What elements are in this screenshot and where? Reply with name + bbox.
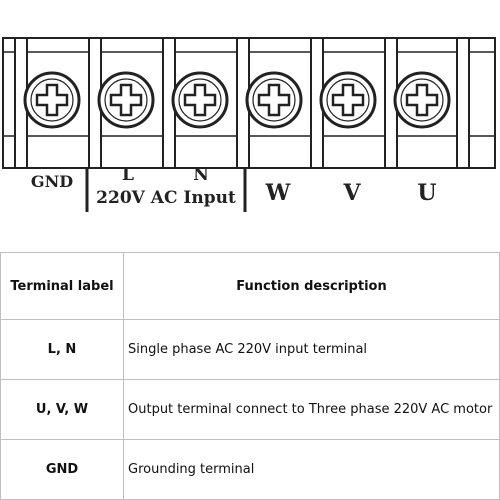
header-function-description: Function description — [123, 252, 500, 320]
screw-w-icon — [245, 71, 303, 129]
row-terminal-label: GND — [0, 439, 124, 500]
screw-n-icon — [171, 71, 229, 129]
row-terminal-label: U, V, W — [0, 379, 124, 440]
header-terminal-label: Terminal label — [0, 252, 124, 320]
table-row: GND Grounding terminal — [0, 439, 500, 500]
terminal-separators — [14, 37, 470, 169]
terminal-label-w: W — [265, 180, 291, 206]
terminal-label-gnd: GND — [31, 172, 73, 191]
row-terminal-label: L, N — [0, 319, 124, 380]
terminal-screws — [23, 71, 451, 129]
row-function-description: Grounding terminal — [123, 439, 500, 500]
terminal-separator-post — [456, 37, 470, 169]
table-row: U, V, W Output terminal connect to Three… — [0, 379, 500, 440]
terminal-label-l: L — [122, 165, 134, 185]
terminal-label-u: U — [417, 180, 436, 206]
input-group-label: 220V AC Input — [96, 188, 236, 208]
terminal-label-n: N — [193, 165, 209, 185]
terminal-block-diagram: GND L N 220V AC Input W V U — [2, 37, 496, 212]
screw-v-icon — [319, 71, 377, 129]
terminal-label-v: V — [342, 180, 361, 206]
row-function-description: Output terminal connect to Three phase 2… — [123, 379, 500, 440]
row-function-description: Single phase AC 220V input terminal — [123, 319, 500, 380]
screw-l-icon — [97, 71, 155, 129]
table-row: L, N Single phase AC 220V input terminal — [0, 319, 500, 380]
screw-gnd-icon — [23, 71, 81, 129]
terminal-function-table: Terminal label Function description L, N… — [0, 252, 500, 500]
table-header-row: Terminal label Function description — [0, 252, 500, 320]
screw-u-icon — [393, 71, 451, 129]
